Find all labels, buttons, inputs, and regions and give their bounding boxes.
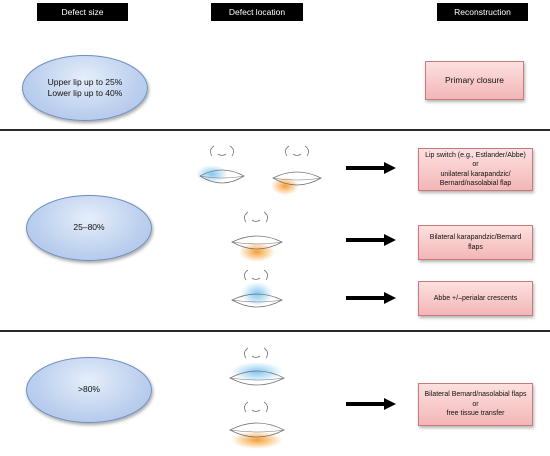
reconstruction-box-primary-closure: Primary closure — [425, 61, 524, 100]
header-defect-location: Defect location — [211, 3, 303, 21]
arrow-right-icon — [346, 292, 396, 304]
reconstruction-label: Bilateral karapandzic/Bemard flaps — [429, 234, 522, 251]
size-ellipse-medium: 25–80% — [26, 195, 152, 261]
row-divider — [0, 330, 550, 332]
lip-diagram-upper-lateral-defect — [196, 145, 245, 184]
reconstruction-box-bilateral-bemard-free-tissue: Bilateral Bemard/nasolabial flaps or fre… — [418, 383, 533, 426]
size-label: Upper lip up to 25% Lower lip up to 40% — [47, 76, 123, 98]
lip-diagram-upper-total-defect — [229, 347, 285, 386]
reconstruction-box-bilateral-karapandzic: Bilateral karapandzic/Bemard flaps — [418, 225, 533, 260]
arrow-right-icon — [346, 398, 396, 410]
reconstruction-box-abbe: Abbe +/–perialar crescents — [418, 281, 533, 316]
header-defect-size: Defect size — [37, 3, 128, 21]
size-ellipse-large: >80% — [26, 357, 152, 423]
reconstruction-label: Primary closure — [444, 74, 505, 85]
arrow-right-icon — [346, 234, 396, 246]
reconstruction-label: Abbe +/–perialar crescents — [433, 294, 518, 302]
size-label: >80% — [78, 384, 100, 395]
reconstruction-label: Lip switch (e.g., Estlander/Abbe) or uni… — [425, 151, 526, 187]
lip-diagram-upper-central-defect — [231, 269, 283, 308]
lip-diagram-lower-central-defect — [231, 211, 283, 262]
reconstruction-label: Bilateral Bemard/nasolabial flaps or fre… — [424, 391, 527, 418]
row-divider — [0, 129, 550, 131]
size-ellipse-small: Upper lip up to 25% Lower lip up to 40% — [22, 55, 148, 121]
header-reconstruction: Reconstruction — [437, 3, 528, 21]
arrow-right-icon — [346, 162, 396, 174]
lip-diagram-lower-total-defect — [229, 401, 285, 449]
reconstruction-box-lip-switch: Lip switch (e.g., Estlander/Abbe) or uni… — [418, 148, 533, 191]
lip-diagram-lower-lateral-defect — [271, 145, 322, 195]
size-label: 25–80% — [73, 222, 105, 233]
